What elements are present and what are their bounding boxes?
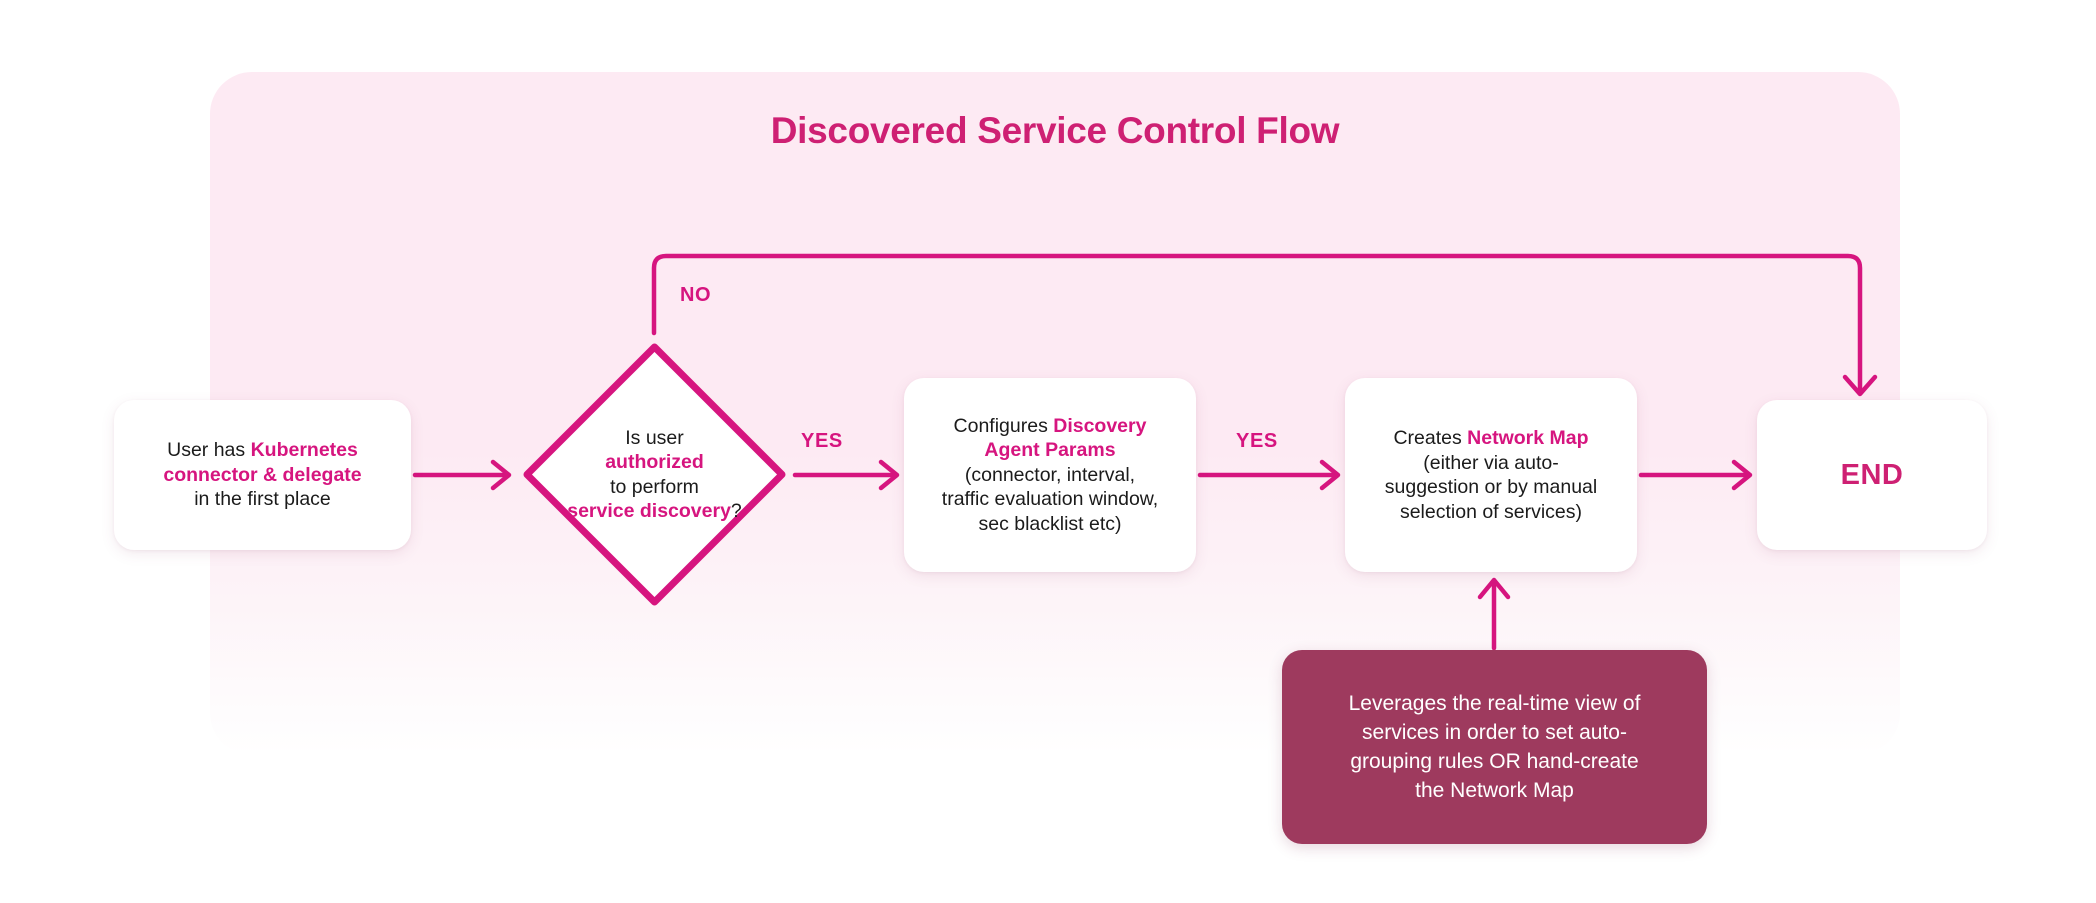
node-end-label: END	[1840, 458, 1904, 491]
node-decision-line4-strong: service discovery	[567, 500, 731, 522]
node-start-user-has-connector[interactable]: User has Kubernetes connector & delegate…	[114, 400, 411, 550]
node-note-line4: the Network Map	[1415, 779, 1574, 802]
node-configures-discovery-agent-params[interactable]: Configures Discovery Agent Params (conne…	[904, 378, 1196, 572]
node-end[interactable]: END	[1757, 400, 1987, 550]
node-map-text: Creates Network Map (either via auto- su…	[1371, 422, 1611, 528]
node-note-leverages-real-time-view[interactable]: Leverages the real-time view of services…	[1282, 650, 1707, 844]
node-map-line3: suggestion or by manual	[1384, 476, 1598, 498]
node-decision-text: Is user authorized to perform service di…	[517, 337, 792, 612]
edge-label-yes-1: YES	[801, 430, 843, 452]
node-note-line3: grouping rules OR hand-create	[1350, 750, 1639, 773]
node-note-line2: services in order to set auto-	[1362, 721, 1627, 744]
node-map-line2: (either via auto-	[1423, 451, 1559, 474]
node-start-line1-plain: User has	[167, 439, 251, 462]
decision-diamond-shape	[523, 343, 786, 606]
node-decision-line4-tail: ?	[730, 500, 742, 522]
node-map-line1-plain: Creates	[1393, 427, 1468, 449]
node-note-text: Leverages the real-time view of services…	[1331, 685, 1659, 809]
node-decision-is-user-authorized[interactable]: Is user authorized to perform service di…	[517, 337, 792, 612]
edge-label-no: NO	[680, 284, 712, 306]
node-params-line1-strong: Discovery	[1053, 414, 1147, 437]
node-decision-line2-strong: authorized	[605, 451, 704, 473]
node-decision-line3: to perform	[610, 475, 699, 498]
node-params-line5: sec blacklist etc)	[978, 512, 1122, 535]
node-map-line4: selection of services)	[1399, 500, 1583, 523]
node-params-line3: (connector, interval,	[964, 463, 1136, 486]
node-params-text: Configures Discovery Agent Params (conne…	[928, 410, 1172, 541]
node-creates-network-map[interactable]: Creates Network Map (either via auto- su…	[1345, 378, 1637, 572]
node-start-line3-plain: in the first place	[194, 488, 331, 511]
node-params-line2-strong: Agent Params	[984, 439, 1116, 462]
page-title: Discovered Service Control Flow	[770, 110, 1340, 151]
node-params-line4: traffic evaluation window,	[941, 488, 1159, 511]
node-map-line1-strong: Network Map	[1467, 427, 1589, 449]
node-start-line1-strong: Kubernetes	[250, 439, 358, 462]
node-start-text: User has Kubernetes connector & delegate…	[149, 434, 375, 516]
node-note-line1: Leverages the real-time view of	[1348, 692, 1641, 715]
node-decision-line1: Is user	[625, 426, 684, 449]
edge-label-yes-2: YES	[1236, 430, 1278, 452]
node-start-line2-strong: connector & delegate	[163, 463, 362, 486]
node-params-line1-plain: Configures	[953, 414, 1054, 437]
